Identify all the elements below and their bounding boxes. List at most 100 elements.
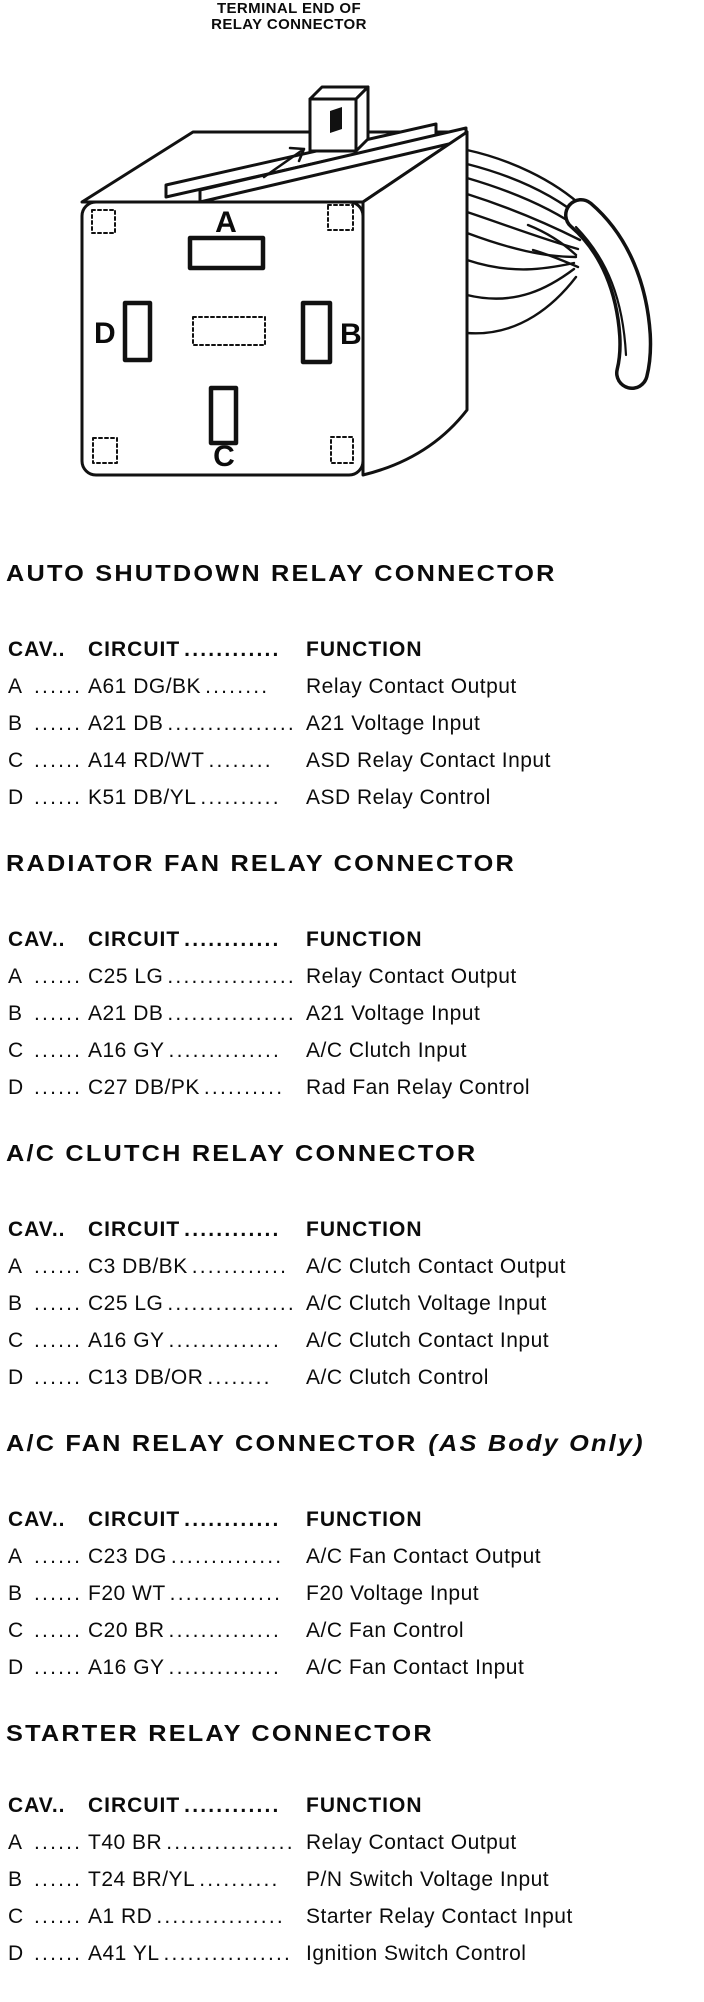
cav-cell: D xyxy=(8,1942,24,1965)
section-starter-relay: STARTER RELAY CONNECTOR CAV.. CIRCUIT...… xyxy=(6,1712,700,2002)
section-heading-text: AUTO SHUTDOWN RELAY CONNECTOR xyxy=(6,560,557,586)
latch-tab xyxy=(308,85,370,153)
terminal-label-c: C xyxy=(213,440,235,473)
header-function: FUNCTION xyxy=(306,638,423,661)
cav-leader-dots: ...... xyxy=(34,1868,83,1891)
leader-dots: ............ xyxy=(184,1794,281,1817)
header-circuit: CIRCUIT............ xyxy=(88,926,306,953)
section-heading: A/C FAN RELAY CONNECTOR (AS Body Only) xyxy=(6,1430,645,1457)
leader-dots: .............. xyxy=(168,1656,282,1679)
circuit-cell: C3 DB/BK............ xyxy=(88,1253,306,1280)
wire-bundle xyxy=(564,198,653,390)
pinout-row: A ...... T40 BR................ Relay Co… xyxy=(8,1829,700,1866)
table-header-row: CAV.. CIRCUIT............ FUNCTION xyxy=(8,636,700,673)
cav-leader-dots: ...... xyxy=(34,1255,83,1278)
function-cell: Relay Contact Output xyxy=(306,965,517,988)
pinout-row: A ...... A61 DG/BK........ Relay Contact… xyxy=(8,673,700,710)
function-cell: ASD Relay Control xyxy=(306,786,491,809)
cav-cell: A xyxy=(8,965,23,988)
pinout-row: D ...... A41 YL................ Ignition… xyxy=(8,1940,700,1977)
pinout-table: CAV.. CIRCUIT............ FUNCTION A ...… xyxy=(8,1506,700,1691)
header-circuit: CIRCUIT............ xyxy=(88,1792,306,1819)
circuit-cell: A16 GY.............. xyxy=(88,1654,306,1681)
header-function: FUNCTION xyxy=(306,1794,423,1817)
leader-dots: .......... xyxy=(200,786,281,809)
function-cell: A/C Clutch Contact Output xyxy=(306,1255,566,1278)
leader-dots: ............ xyxy=(184,928,281,951)
circuit-code: A16 GY xyxy=(88,1656,165,1679)
leader-dots: ................ xyxy=(163,1942,293,1965)
pinout-row: C ...... A1 RD................ Starter R… xyxy=(8,1903,700,1940)
terminal-label-b: B xyxy=(340,318,362,351)
circuit-cell: A21 DB................ xyxy=(88,710,306,737)
cav-leader-dots: ...... xyxy=(34,1366,83,1389)
leader-dots: ............ xyxy=(184,1508,281,1531)
cav-cell: D xyxy=(8,1366,24,1389)
cav-cell: D xyxy=(8,1656,24,1679)
cav-leader-dots: ...... xyxy=(34,1292,83,1315)
circuit-cell: F20 WT.............. xyxy=(88,1580,306,1607)
cav-leader-dots: ...... xyxy=(34,1619,83,1642)
circuit-cell: T40 BR................ xyxy=(88,1829,306,1856)
cav-cell: B xyxy=(8,712,23,735)
circuit-cell: C27 DB/PK.......... xyxy=(88,1074,306,1101)
section-heading: A/C CLUTCH RELAY CONNECTOR xyxy=(6,1140,488,1167)
leader-dots: ................ xyxy=(167,1002,296,1025)
function-cell: A/C Clutch Voltage Input xyxy=(306,1292,547,1315)
leader-dots: .......... xyxy=(203,1076,285,1099)
header-function: FUNCTION xyxy=(306,928,423,951)
header-circuit: CIRCUIT............ xyxy=(88,1216,306,1243)
circuit-cell: C25 LG................ xyxy=(88,963,306,990)
pinout-table: CAV.. CIRCUIT............ FUNCTION A ...… xyxy=(8,636,700,821)
section-heading-text: A/C CLUTCH RELAY CONNECTOR xyxy=(6,1140,478,1166)
cav-cell: C xyxy=(8,1329,24,1352)
channel-arrow xyxy=(262,146,306,179)
cav-leader-dots: ...... xyxy=(34,1076,83,1099)
alignment-squares xyxy=(91,204,354,464)
function-cell: A21 Voltage Input xyxy=(306,712,481,735)
function-cell: A/C Clutch Control xyxy=(306,1366,489,1389)
cav-leader-dots: ...... xyxy=(34,1329,83,1352)
section-heading-note: (AS Body Only) xyxy=(428,1430,645,1456)
locating-rails xyxy=(164,122,468,204)
section-heading-text: A/C FAN RELAY CONNECTOR xyxy=(6,1430,418,1456)
circuit-code: A21 DB xyxy=(88,712,164,735)
cav-cell: A xyxy=(8,675,23,698)
page-title-line2: RELAY CONNECTOR xyxy=(211,15,367,33)
pinout-row: B ...... C25 LG................ A/C Clut… xyxy=(8,1290,700,1327)
function-cell: A/C Fan Control xyxy=(306,1619,465,1642)
section-ac-fan-relay: A/C FAN RELAY CONNECTOR (AS Body Only) CA… xyxy=(6,1422,700,1712)
connector-front-face xyxy=(80,200,365,477)
pinout-table: CAV.. CIRCUIT............ FUNCTION A ...… xyxy=(8,1792,700,1977)
section-heading-text: RADIATOR FAN RELAY CONNECTOR xyxy=(6,850,517,876)
leader-dots: ................ xyxy=(156,1905,285,1928)
header-circuit: CIRCUIT............ xyxy=(88,1506,306,1533)
circuit-cell: C13 DB/OR........ xyxy=(88,1364,306,1391)
circuit-code: K51 DB/YL xyxy=(88,786,197,809)
function-cell: A/C Clutch Input xyxy=(306,1039,467,1062)
header-function: FUNCTION xyxy=(306,1508,423,1531)
cav-cell: D xyxy=(8,786,24,809)
leader-dots: ................ xyxy=(167,1292,296,1315)
page-title: TERMINAL END OF RELAY CONNECTOR xyxy=(0,1,578,32)
cav-leader-dots: ...... xyxy=(34,675,83,698)
pinout-row: C ...... A16 GY.............. A/C Clutch… xyxy=(8,1037,700,1074)
function-cell: P/N Switch Voltage Input xyxy=(306,1868,550,1891)
relay-connector-diagram: A D B C xyxy=(80,85,653,477)
section-auto-shutdown-relay: AUTO SHUTDOWN RELAY CONNECTOR CAV.. CIRC… xyxy=(6,552,700,842)
function-cell: A/C Fan Contact Input xyxy=(306,1656,525,1679)
circuit-code: C25 LG xyxy=(88,1292,164,1315)
circuit-code: C27 DB/PK xyxy=(88,1076,200,1099)
terminal-slot-b xyxy=(300,300,333,365)
leader-dots: ............ xyxy=(184,638,281,661)
terminal-label-d: D xyxy=(94,317,116,350)
leader-dots: ............ xyxy=(191,1255,289,1278)
pinout-table: CAV.. CIRCUIT............ FUNCTION A ...… xyxy=(8,926,700,1111)
table-header-row: CAV.. CIRCUIT............ FUNCTION xyxy=(8,926,700,963)
circuit-cell: A16 GY.............. xyxy=(88,1037,306,1064)
circuit-code: C25 LG xyxy=(88,965,164,988)
function-cell: ASD Relay Contact Input xyxy=(306,749,551,772)
header-circuit: CIRCUIT............ xyxy=(88,636,306,663)
leader-dots: ........ xyxy=(205,675,270,698)
cav-cell: A xyxy=(8,1255,23,1278)
